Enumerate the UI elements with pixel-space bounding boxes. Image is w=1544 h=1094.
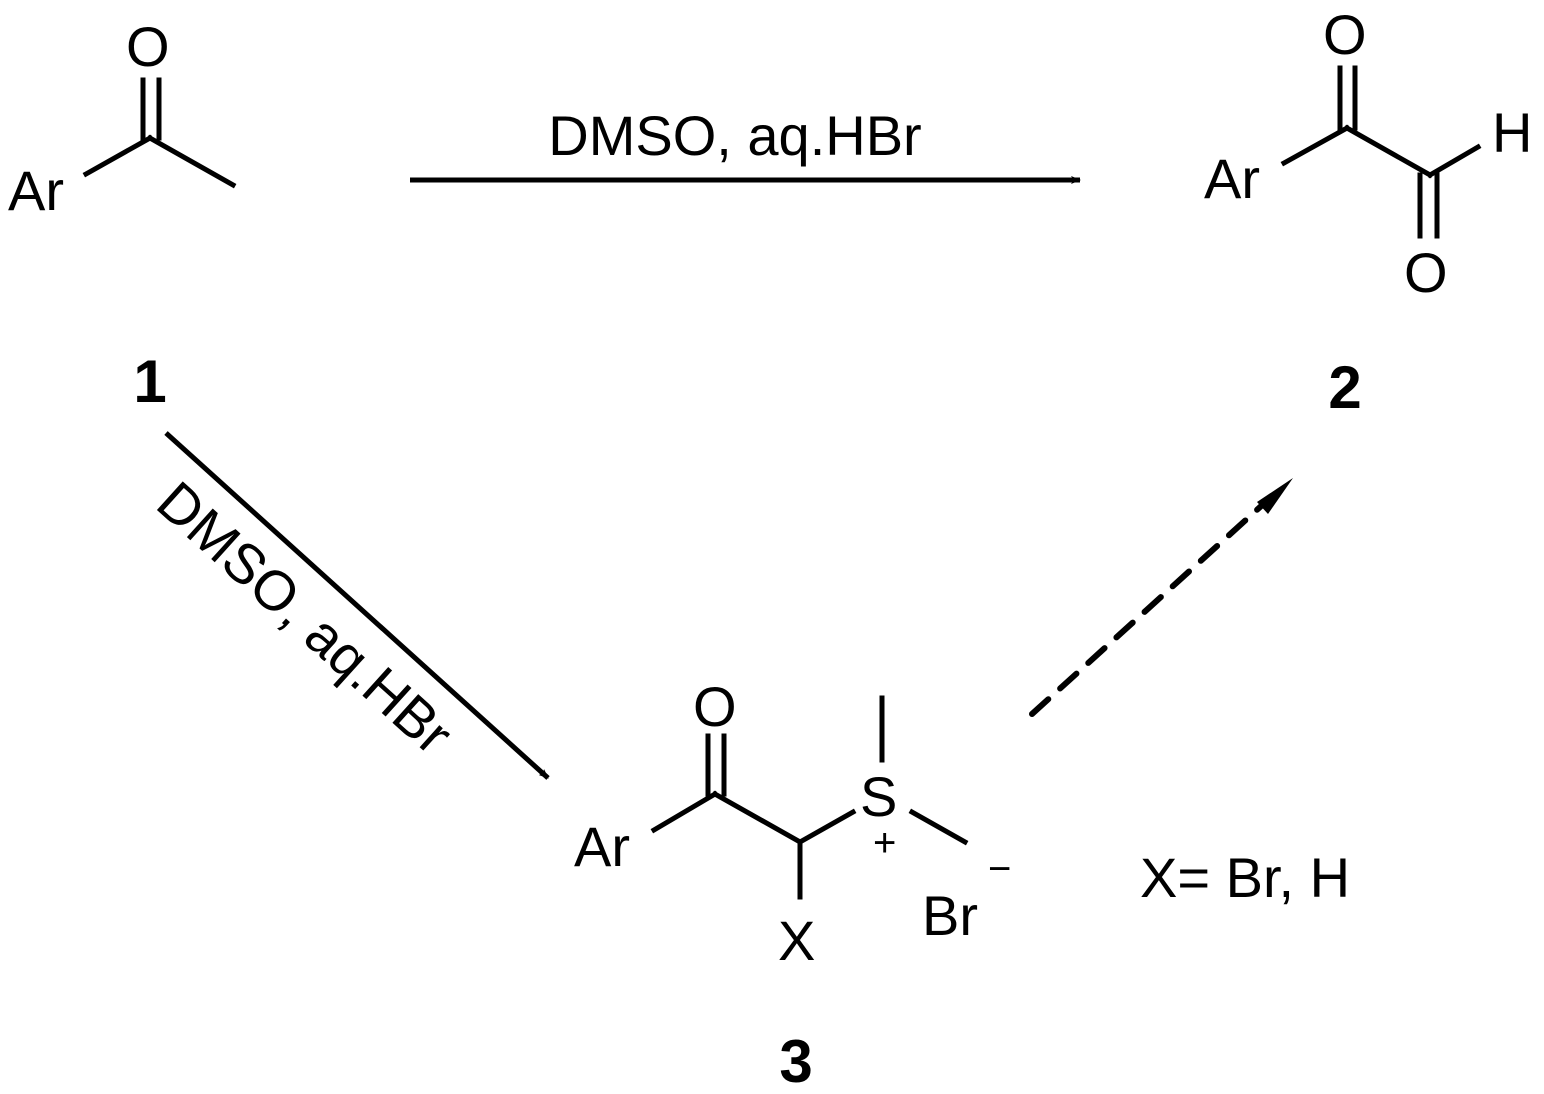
arrow-diagonal-icon (164, 431, 550, 780)
bonds (82, 77, 237, 189)
atom-o: O (126, 15, 170, 78)
bond-s-me2 (908, 808, 969, 846)
reaction-arrow-1-to-3: DMSO, aq.HBr (145, 431, 550, 780)
conditions-label: DMSO, aq.HBr (145, 469, 464, 766)
atom-ar: Ar (574, 815, 630, 878)
negative-charge: − (988, 847, 1011, 891)
dashed-arrow-line (1029, 495, 1273, 717)
bond-c-ch (711, 790, 804, 846)
atom-br: Br (922, 884, 978, 947)
reaction-arrow-1-to-2: DMSO, aq.HBr (410, 104, 1081, 184)
bond-c-c (1343, 124, 1434, 179)
bond-ar-c (650, 790, 719, 834)
positive-charge: + (873, 821, 896, 865)
atom-o2: O (1404, 241, 1448, 304)
atom-h: H (1492, 101, 1532, 164)
atom-ar: Ar (1204, 147, 1260, 210)
compound-label: 2 (1328, 354, 1361, 421)
bond-c-ch3 (146, 134, 237, 189)
compound-2: Ar O H O 2 (1204, 3, 1532, 421)
atom-o: O (693, 675, 737, 738)
bond-ch-s (796, 808, 857, 846)
compound-1: Ar O 1 (8, 15, 237, 415)
arrow-head-icon (1257, 478, 1293, 514)
bonds (1280, 65, 1482, 239)
conditions-label: DMSO, aq.HBr (548, 104, 921, 167)
reaction-arrow-3-to-2 (1029, 478, 1293, 717)
bonds (650, 695, 969, 900)
compound-label: 1 (133, 348, 166, 415)
bond-c-h (1426, 143, 1482, 179)
atom-o1: O (1323, 3, 1367, 66)
atom-s: S (860, 765, 897, 828)
compound-label: 3 (779, 1028, 812, 1094)
atom-ar: Ar (8, 159, 64, 222)
substituent-note: X= Br, H (1140, 846, 1350, 909)
bond-ar-c (82, 134, 154, 178)
bond-ar-c (1280, 124, 1351, 167)
compound-3: Ar O S + X Br − 3 (574, 675, 1011, 1094)
atom-x: X (778, 909, 815, 972)
